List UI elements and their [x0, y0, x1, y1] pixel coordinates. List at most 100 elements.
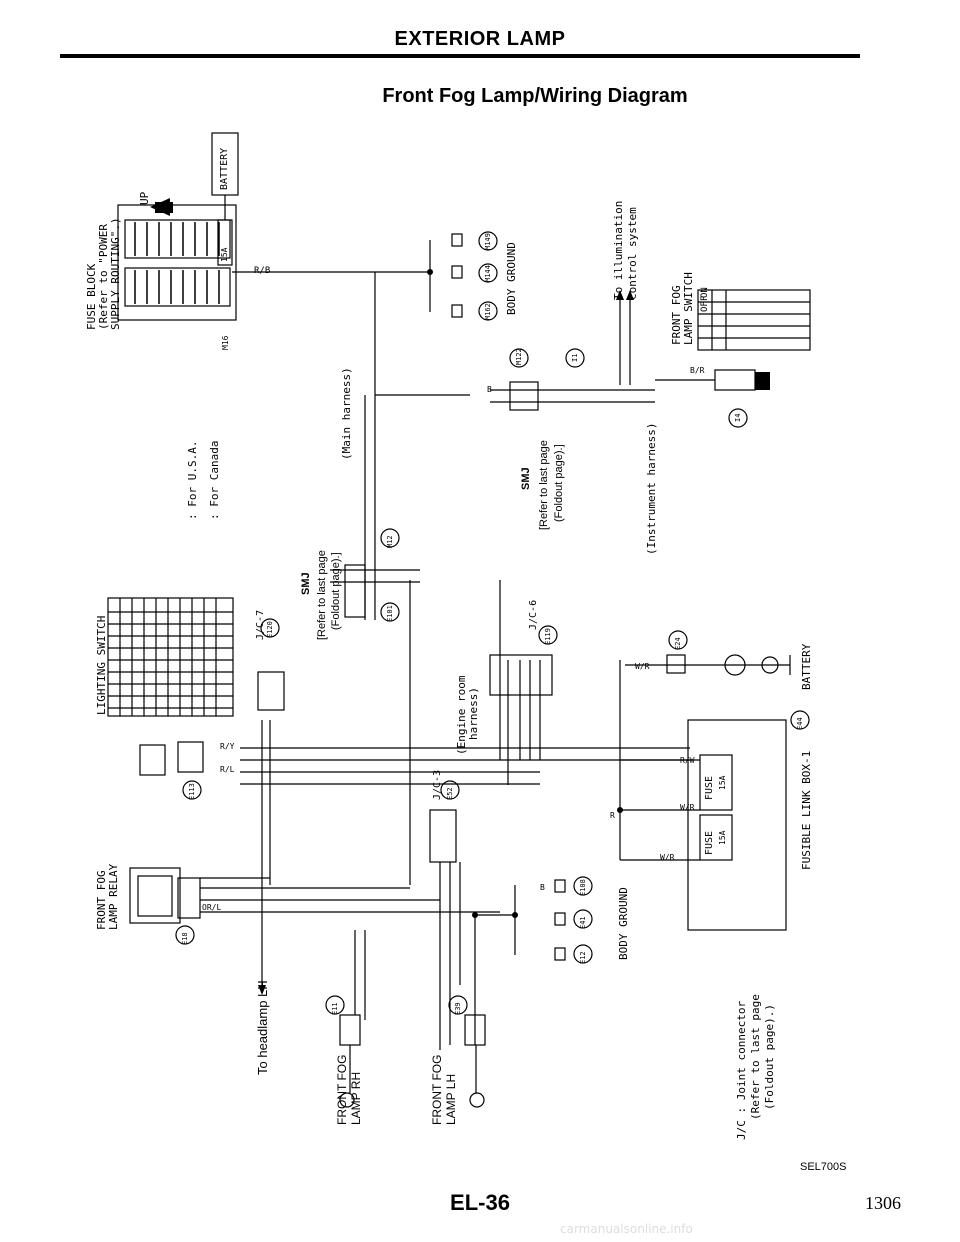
- illum-arrow-1: [616, 290, 624, 300]
- smj-b-ref-2: (Foldout page).]: [330, 552, 342, 630]
- jc3-label: J/C-3: [432, 769, 443, 800]
- fog-relay-title-2: LAMP RELAY: [107, 863, 120, 930]
- m149-circle: [478, 231, 498, 251]
- br-tag: B/R: [690, 366, 705, 375]
- fog-lh-title-1: FRONT FOG: [430, 1054, 444, 1125]
- instrument-harness-label: (Instrument harness): [645, 422, 658, 555]
- fuse-block-ref-2: SUPPLY ROUTING".): [109, 217, 122, 330]
- smj-b-ref: [Refer to last page: [316, 550, 328, 640]
- i4-circle: [728, 408, 748, 428]
- e120-circle: [260, 618, 280, 638]
- smj-b-box: [344, 564, 366, 618]
- smj-a-ref: [Refer to last page: [538, 440, 550, 530]
- e39-label: E39: [454, 1002, 462, 1015]
- e11-label: E11: [331, 1002, 339, 1015]
- main-harness-label: (Main harness): [340, 367, 353, 460]
- orl-tag: OR/L: [202, 903, 222, 912]
- m12-label: M12: [386, 535, 394, 548]
- fusible-link-label: FUSIBLE LINK BOX-1: [800, 750, 813, 870]
- jc-note-3: (Foldout page).): [763, 1004, 776, 1110]
- lighting-switch-title: LIGHTING SWITCH: [95, 615, 108, 715]
- body-ground-bottom: BODY GROUND: [617, 887, 630, 960]
- e113-label: E113: [188, 783, 196, 800]
- illum-arrow-2: [626, 290, 634, 300]
- fog-switch-title-2: LAMP SWITCH: [682, 272, 695, 345]
- e113-circle: [182, 780, 202, 800]
- jc-note-2: (Refer to last page: [749, 994, 762, 1120]
- e12-label: E12: [579, 951, 587, 964]
- jc7-box: [257, 671, 285, 711]
- fog-switch-connector: [714, 369, 756, 391]
- e44-circle: [790, 710, 810, 730]
- watermark: carmanualsonline.info: [560, 1222, 693, 1236]
- jc-note-1: J/C : Joint connector: [735, 1000, 748, 1140]
- fuse-15a-top: [217, 219, 233, 266]
- rb-label: R/B: [254, 266, 271, 276]
- i1-label: I1: [571, 353, 579, 362]
- canada-note: : For Canada: [208, 440, 221, 520]
- e52-label: E52: [446, 787, 454, 800]
- wr-tag-1: W/R: [635, 662, 650, 671]
- smj-b-title: SMJ: [300, 572, 312, 595]
- rw-tag: R/W: [680, 756, 695, 765]
- i1-circle: [565, 348, 585, 368]
- fog-rh-title-1: FRONT FOG: [335, 1054, 349, 1125]
- m149-label: M149: [484, 233, 492, 250]
- b-tag-1: B: [540, 883, 545, 892]
- e18-circle: [175, 925, 195, 945]
- m144-circle: [478, 263, 498, 283]
- e24-label: E24: [674, 637, 682, 650]
- usa-note: : For U.S.A.: [186, 440, 199, 520]
- e39-circle: [448, 995, 468, 1015]
- m144-label: M144: [484, 265, 492, 282]
- jc7-label: J/C-7: [255, 609, 266, 640]
- engine-room-label-2: harness): [467, 687, 480, 740]
- fusible-link-box: [687, 719, 787, 931]
- lighting-switch-table: [107, 597, 234, 717]
- e119-label: E119: [544, 628, 552, 645]
- rl-tag: R/L: [220, 765, 235, 774]
- m122-label: M122: [515, 348, 523, 365]
- jc6-label: J/C-6: [528, 599, 539, 630]
- e119-circle: [538, 625, 558, 645]
- e41-label: E41: [579, 916, 587, 929]
- fuse-block: [117, 204, 237, 321]
- fog-rh-title-2: LAMP RH: [349, 1071, 363, 1125]
- e108-label: E108: [579, 879, 587, 896]
- fog-lh-connector: [464, 1014, 486, 1046]
- e41-circle: [573, 909, 593, 929]
- b-tag-2: B: [487, 385, 492, 394]
- e12-circle: [573, 944, 593, 964]
- fog-switch-table: [697, 289, 811, 351]
- e101-circle: [380, 602, 400, 622]
- jc3-box: [429, 809, 457, 863]
- page-label: EL-36: [450, 1190, 510, 1215]
- m162-label: M162: [484, 303, 492, 320]
- fog-relay-box: [129, 867, 181, 924]
- jc6-box: [489, 654, 553, 696]
- fuse-15a-c: 15A: [718, 830, 727, 845]
- fuse-15a-label: 15A: [220, 247, 229, 262]
- page-title: Front Fog Lamp/Wiring Diagram: [382, 85, 688, 107]
- m162-circle: [478, 301, 498, 321]
- fuse-15a-b: 15A: [718, 775, 727, 790]
- illum-label-2: control system: [626, 207, 639, 300]
- section-title: EXTERIOR LAMP: [394, 28, 566, 50]
- e18-label: E18: [181, 932, 189, 945]
- on-label: ON: [700, 287, 710, 298]
- to-headlamp-label: To headlamp LH: [255, 980, 270, 1075]
- wr-tag-3: W/R: [660, 853, 675, 862]
- smj-a-ref-2: (Foldout page).]: [553, 444, 565, 522]
- r-tag: R: [610, 811, 615, 820]
- e52-circle: [440, 780, 460, 800]
- fog-lh-lamp: [469, 1092, 485, 1108]
- fog-rh-lamp: [339, 1092, 355, 1108]
- smj-a-title: SMJ: [520, 467, 532, 490]
- m12-circle: [380, 528, 400, 548]
- fog-lh-title-2: LAMP LH: [444, 1073, 458, 1125]
- figure-code: SEL700S: [800, 1161, 847, 1173]
- fuse-label-2: FUSE: [704, 830, 715, 855]
- battery-top-label: BATTERY: [219, 147, 230, 190]
- battery-bottom-label: BATTERY: [800, 643, 813, 690]
